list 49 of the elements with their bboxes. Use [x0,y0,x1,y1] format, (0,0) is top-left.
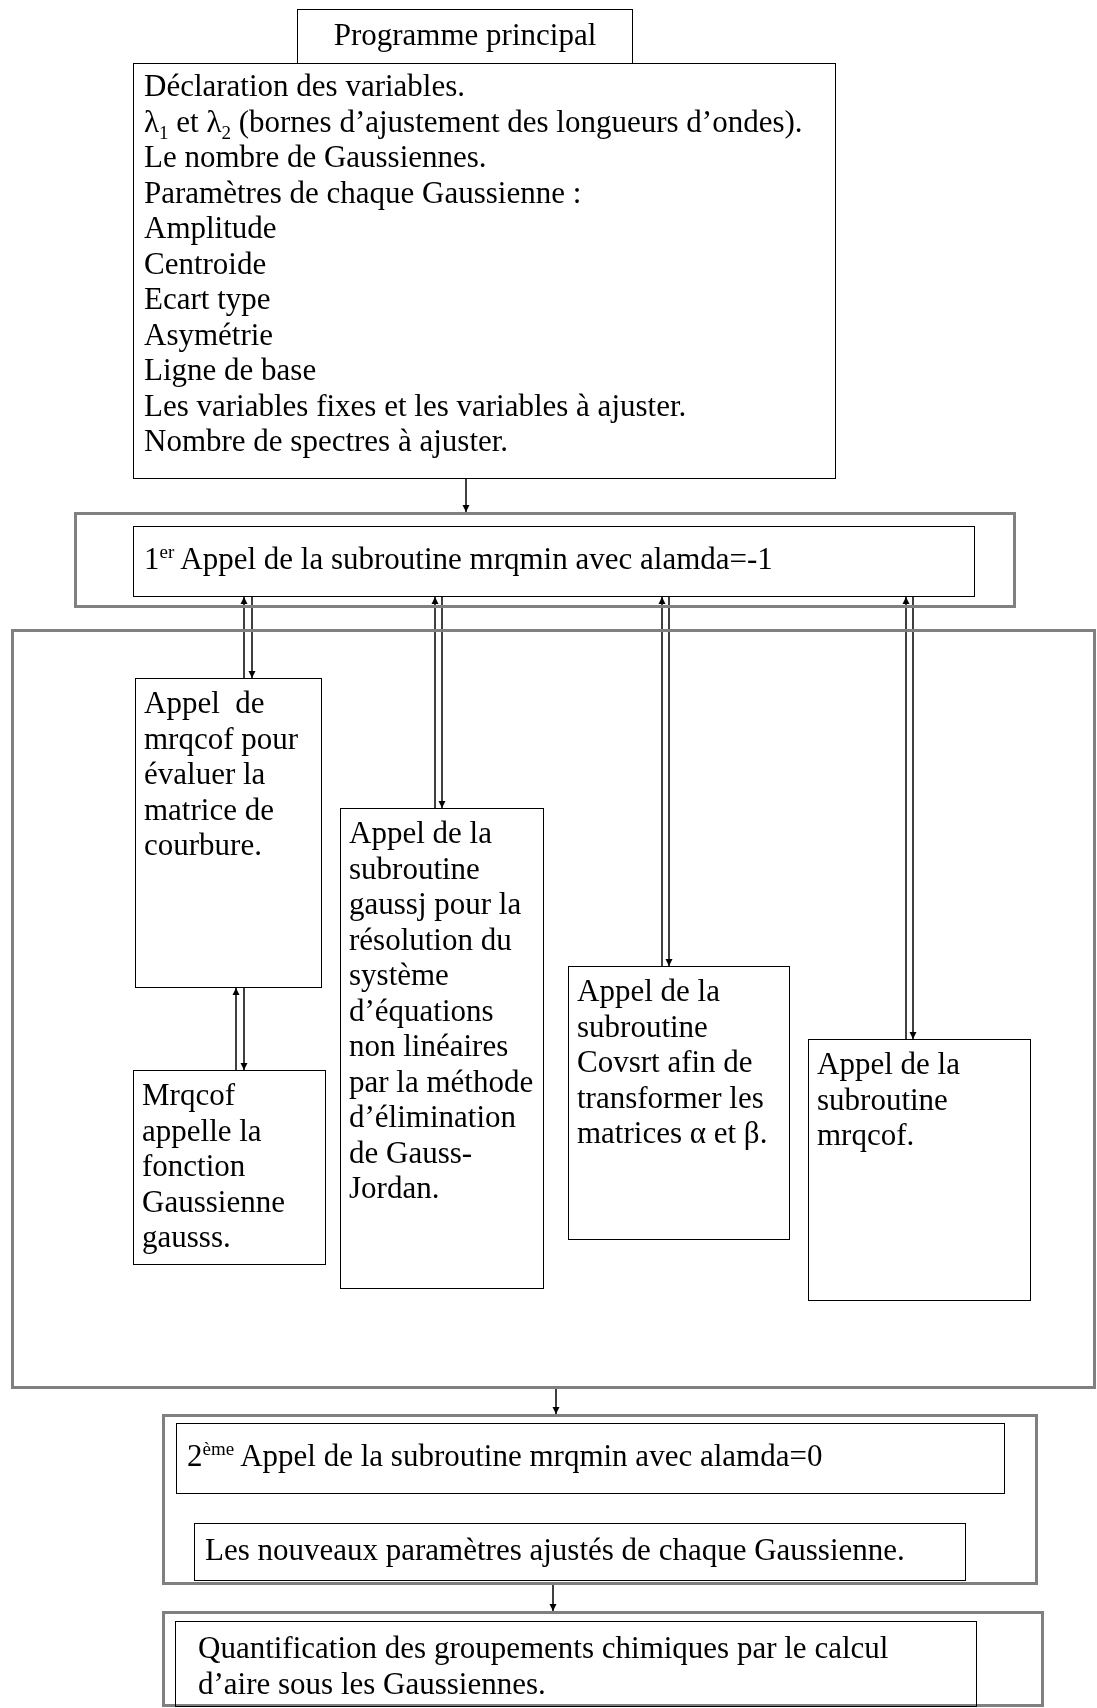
box-text: Ligne de base [144,352,318,388]
process-box [297,9,633,64]
arrow [431,596,439,809]
box-text: Appel de la subroutine gaussj pour la résolution du système d’équations non linéaires par la méthode d’élimination de Gauss-Jordan. [349,815,535,1206]
box-text: Appel de la subroutine Covsrt afin de transformer les matrices α et β. [577,973,769,1151]
process-box [133,526,975,597]
process-box [340,808,544,1289]
process-box [135,678,322,988]
box-text: Le nombre de Gaussiennes. [144,139,488,175]
process-box [568,966,790,1240]
box-text: 2$^{ème}$ Appel de la subroutine mrqmin avec alamda=0 [187,1438,824,1474]
group-frame [11,629,1096,1389]
arrow [665,596,673,967]
box-text: Déclaration des variables. [144,68,467,104]
box-text: Amplitude [144,210,278,246]
arrow [909,596,917,1040]
group-frame [162,1611,1044,1707]
process-box [133,1070,326,1265]
arrow [232,987,240,1071]
box-text: Asymétrie [144,316,275,352]
box-text: Appel de la subroutine mrqcof. [817,1046,961,1153]
box-text: λ$_{1}$ et λ$_{2}$ (bornes d’ajustement des longueurs d’ondes). [144,103,804,139]
box-text: Centroide [144,245,268,281]
box-text: Appel de mrqcof pour évaluer la matrice de courbure. [144,685,300,863]
process-box [176,1423,1005,1494]
arrow [658,596,666,967]
arrow [549,1584,557,1612]
process-box [194,1523,966,1581]
arrow [248,596,256,679]
process-box [133,63,836,479]
box-text: Ecart type [144,281,272,317]
process-box [175,1621,977,1707]
arrow [552,1388,560,1415]
group-frame [74,512,1016,608]
box-text: Mrqcof appelle la fonction Gaussienne gausss. [142,1077,286,1255]
arrow [240,596,248,679]
box-text: Paramètres de chaque Gaussienne : [144,174,583,210]
box-text: Les nouveaux paramètres ajustés de chaque Gaussienne. [205,1532,906,1568]
process-box [808,1039,1031,1301]
arrow [462,478,470,513]
box-text: Quantification des groupements chimiques par le calcul d’aire sous les Gaussiennes. [198,1630,890,1701]
box-text: 1$^{er}$ Appel de la subroutine mrqmin avec alamda=-1 [144,541,774,577]
arrow [902,596,910,1040]
box-text: Nombre de spectres à ajuster. [144,423,510,459]
box-text: Les variables fixes et les variables à ajuster. [144,387,688,423]
box-text: Programme principal [332,17,598,53]
arrow [438,596,446,809]
arrow [240,987,248,1071]
group-frame [162,1414,1038,1585]
